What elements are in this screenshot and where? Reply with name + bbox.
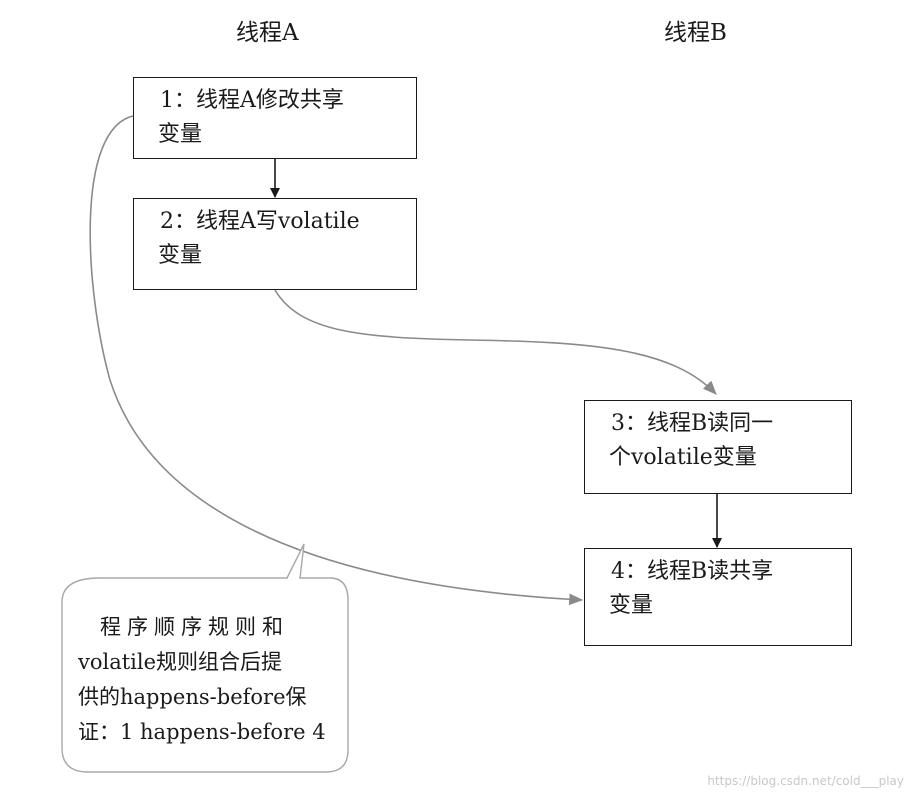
step-3-line1: 3：线程B读同一 [611,411,774,436]
watermark-text: https://blog.csdn.net/cold___play [707,774,904,788]
callout-line-1: 程序顺序规则和 [100,615,289,639]
step-2-box: 2：线程A写volatile 变量 [133,198,417,290]
callout-line-3: 供的happens-before保 [78,685,307,709]
step-3-box: 3：线程B读同一 个volatile变量 [584,400,852,494]
callout-bubble [61,543,349,773]
arrow-step2-to-step3 [274,289,717,395]
step-1-line2: 变量 [158,122,203,147]
step-4-box: 4：线程B读共享 变量 [584,548,852,646]
callout-text: 程序顺序规则和 volatile规则组合后提 供的happens-before保… [78,610,330,750]
thread-b-title: 线程B [664,20,727,46]
thread-a-title: 线程A [236,20,299,46]
step-4-line1: 4：线程B读共享 [611,559,774,584]
step-1-line1: 1：线程A修改共享 [160,88,344,113]
step-2-line2: 变量 [158,243,203,268]
callout-line-4: 证：1 happens-before 4 [78,720,326,744]
arrow-step1-to-step4 [89,115,584,606]
step-3-line2: 个volatile变量 [609,445,757,470]
step-1-box: 1：线程A修改共享 变量 [133,77,417,159]
step-4-line2: 变量 [609,593,654,618]
callout-line-2: volatile规则组合后提 [78,650,283,674]
step-2-line1: 2：线程A写volatile [160,209,360,234]
